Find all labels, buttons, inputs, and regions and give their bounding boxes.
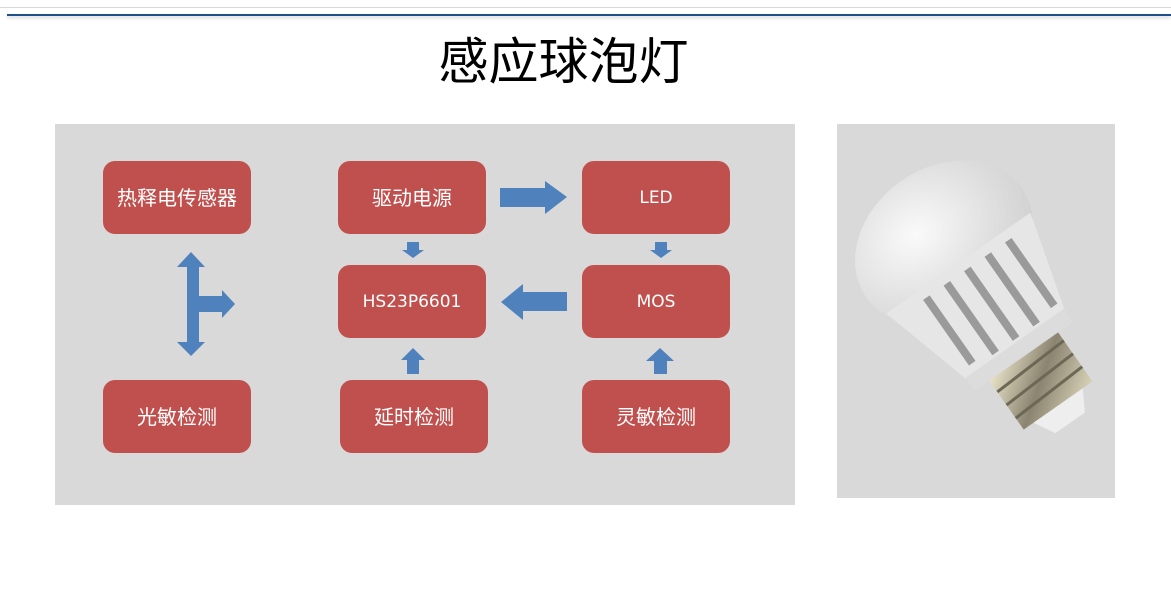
light-bulb-image (855, 160, 1093, 434)
node-chip: HS23P6601 (338, 265, 486, 338)
top-divider (0, 7, 1171, 8)
arrow-driver-to-chip (402, 242, 424, 258)
header-rule (7, 14, 1171, 16)
arrow-led-to-mos (650, 242, 672, 258)
arrow-driver-to-led (500, 181, 567, 214)
slide-title: 感应球泡灯 (438, 33, 689, 91)
node-led: LED (582, 161, 730, 234)
bulb-photo (837, 124, 1115, 498)
arrow-sensor-junction (177, 252, 235, 356)
arrow-delay-to-chip (401, 348, 425, 374)
node-light-detect: 光敏检测 (103, 380, 251, 453)
arrow-sensitivity-to-mos (646, 348, 674, 374)
node-pir-sensor: 热释电传感器 (103, 161, 251, 234)
node-delay-detect: 延时检测 (340, 380, 488, 453)
node-sensitivity-detect: 灵敏检测 (582, 380, 730, 453)
node-mos: MOS (582, 265, 730, 338)
arrow-mos-to-chip (501, 284, 567, 320)
node-driver-power: 驱动电源 (338, 161, 486, 234)
